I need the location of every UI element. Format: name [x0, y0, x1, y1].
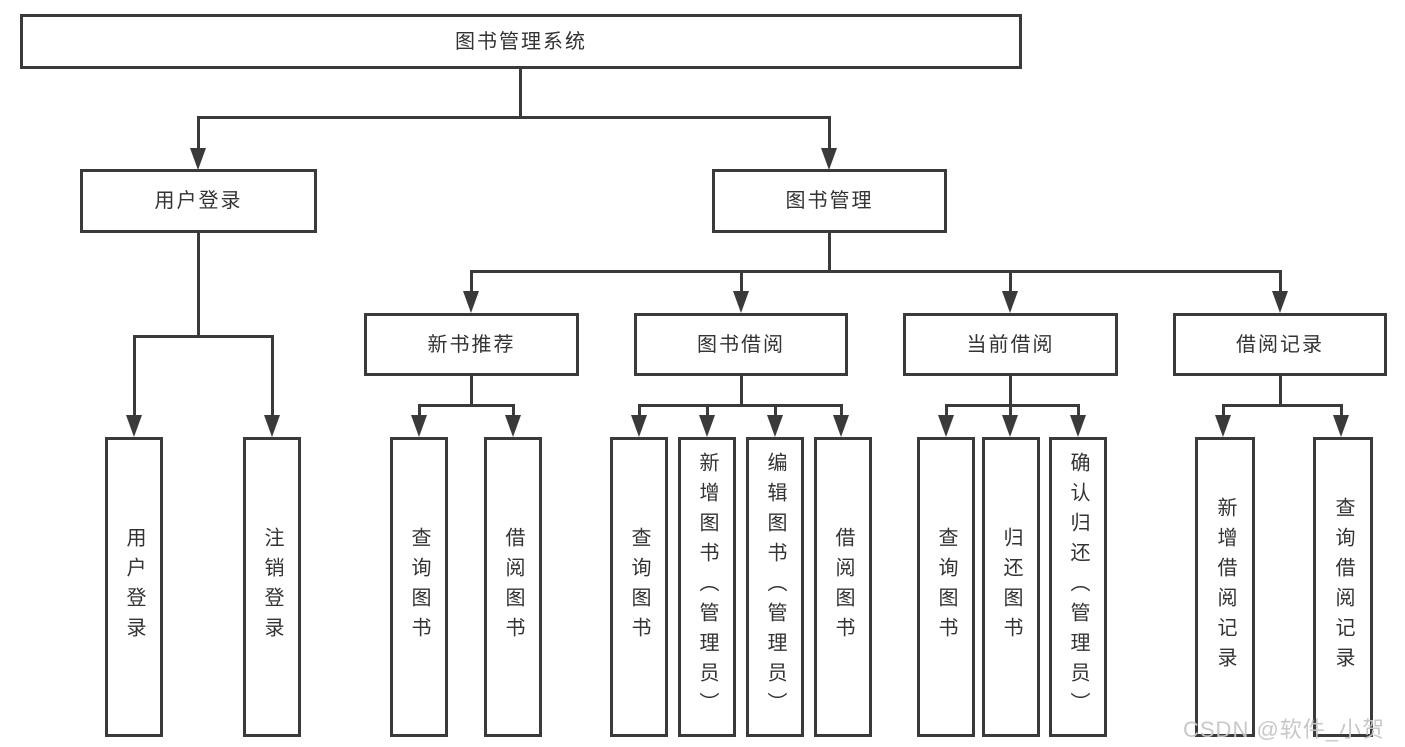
arrowhead-bb-edit: [767, 415, 783, 437]
connector-stem-leaf-login: [133, 335, 136, 417]
connector-stem-bb-query: [638, 404, 641, 418]
leaf-bb-add-books-admin: 新增图书（管理员）: [678, 437, 736, 737]
connector-book-borrowing-stem: [740, 376, 743, 406]
node-label: 当前借阅: [966, 333, 1055, 356]
node-current-borrowing: 当前借阅: [903, 313, 1118, 376]
leaf-nb-query-books: 查询图书: [390, 437, 448, 737]
connector-book-borrowing-branch: [638, 404, 843, 407]
node-user-login: 用户登录: [80, 169, 317, 233]
node-new-book-recommendation: 新书推荐: [364, 313, 579, 376]
arrowhead-nb-borrow: [505, 415, 521, 437]
arrowhead-new-books: [463, 291, 479, 313]
node-label: 用户登录: [154, 190, 243, 212]
connector-stem-leaf-logout: [271, 335, 274, 417]
connector-stem-cb-confirm: [1077, 404, 1080, 418]
node-book-borrowing: 图书借阅: [634, 313, 848, 376]
connector-current-borrowing-stem: [1009, 376, 1012, 406]
connector-stem-cb-query: [945, 404, 948, 418]
leaf-label: 新增图书（管理员）: [696, 452, 718, 722]
connector-stem-nb-query: [418, 404, 421, 418]
node-borrowing-records: 借阅记录: [1173, 313, 1387, 376]
connector-stem-bb-edit: [774, 404, 777, 418]
connector-stem-cb-return: [1009, 404, 1012, 418]
leaf-label: 用户登录: [123, 527, 145, 647]
leaf-label: 借阅图书: [502, 527, 524, 647]
leaf-nb-borrow-books: 借阅图书: [484, 437, 542, 737]
leaf-label: 查询图书: [935, 527, 957, 647]
connector-stem-new-books: [470, 270, 473, 293]
arrowhead-book-borrowing: [733, 291, 749, 313]
leaf-label: 借阅图书: [832, 527, 854, 647]
connector-user-login-stem: [197, 233, 200, 338]
node-label: 图书借阅: [697, 333, 785, 356]
connector-stem-borrowing-records: [1279, 270, 1282, 293]
connector-root-stem: [519, 69, 522, 118]
arrowhead-bb-borrow: [833, 415, 849, 437]
connector-stem-bb-add: [706, 404, 709, 418]
leaf-bb-query-books: 查询图书: [610, 437, 668, 737]
arrowhead-borrowing-records: [1272, 291, 1288, 313]
connector-root-branch: [197, 116, 831, 119]
leaf-label: 注销登录: [261, 527, 283, 647]
node-label: 图书管理: [785, 190, 874, 212]
leaf-cb-query-books: 查询图书: [917, 437, 975, 737]
node-label: 图书管理系统: [455, 30, 587, 53]
connector-new-books-stem: [470, 376, 473, 406]
leaf-cb-return-books: 归还图书: [982, 437, 1040, 737]
leaf-label: 确认归还（管理员）: [1067, 452, 1089, 722]
arrowhead-nb-query: [411, 415, 427, 437]
leaf-cb-confirm-return-admin: 确认归还（管理员）: [1049, 437, 1107, 737]
leaf-label: 查询借阅记录: [1332, 497, 1354, 677]
arrowhead-leaf-logout: [264, 415, 280, 437]
connector-stem-book-management: [828, 116, 831, 150]
arrowhead-cb-query: [938, 415, 954, 437]
connector-book-management-stem: [828, 233, 831, 272]
connector-stem-user-login: [197, 116, 200, 150]
leaf-user-login: 用户登录: [105, 437, 163, 737]
connector-stem-bb-borrow: [840, 404, 843, 418]
node-book-management: 图书管理: [712, 169, 947, 233]
connector-new-books-branch: [418, 404, 515, 407]
arrowhead-user-login: [190, 148, 206, 170]
leaf-label: 归还图书: [1000, 527, 1022, 647]
arrowhead-bb-query: [631, 415, 647, 437]
leaf-bb-edit-books-admin: 编辑图书（管理员）: [746, 437, 804, 737]
arrowhead-br-add: [1215, 415, 1231, 437]
leaf-br-add-record: 新增借阅记录: [1195, 437, 1255, 737]
connector-stem-br-add: [1222, 404, 1225, 418]
leaf-br-query-record: 查询借阅记录: [1313, 437, 1373, 737]
leaf-label: 新增借阅记录: [1214, 497, 1236, 677]
arrowhead-leaf-login: [126, 415, 142, 437]
connector-borrowing-records-branch: [1222, 404, 1341, 407]
leaf-bb-borrow-books: 借阅图书: [814, 437, 872, 737]
leaf-logout: 注销登录: [243, 437, 301, 737]
arrowhead-book-management: [821, 148, 837, 170]
leaf-label: 编辑图书（管理员）: [764, 452, 786, 722]
connector-stem-br-query: [1340, 404, 1343, 418]
leaf-label: 查询图书: [408, 527, 430, 647]
connector-borrowing-records-stem: [1279, 376, 1282, 406]
leaf-label: 查询图书: [628, 527, 650, 647]
connector-stem-book-borrowing: [740, 270, 743, 293]
node-label: 借阅记录: [1236, 333, 1324, 356]
arrowhead-cb-return: [1002, 415, 1018, 437]
connector-stem-nb-borrow: [512, 404, 515, 418]
arrowhead-br-query: [1333, 415, 1349, 437]
arrowhead-bb-add: [699, 415, 715, 437]
connector-stem-current-borrowing: [1009, 270, 1012, 293]
csdn-watermark: CSDN @软件_小贺同学: [1183, 717, 1386, 742]
node-library-management-system: 图书管理系统: [20, 14, 1022, 69]
connector-book-management-branch: [470, 270, 1282, 273]
connector-user-login-branch: [133, 335, 274, 338]
arrowhead-cb-confirm: [1070, 415, 1086, 437]
node-label: 新书推荐: [427, 333, 516, 356]
arrowhead-current-borrowing: [1002, 291, 1018, 313]
